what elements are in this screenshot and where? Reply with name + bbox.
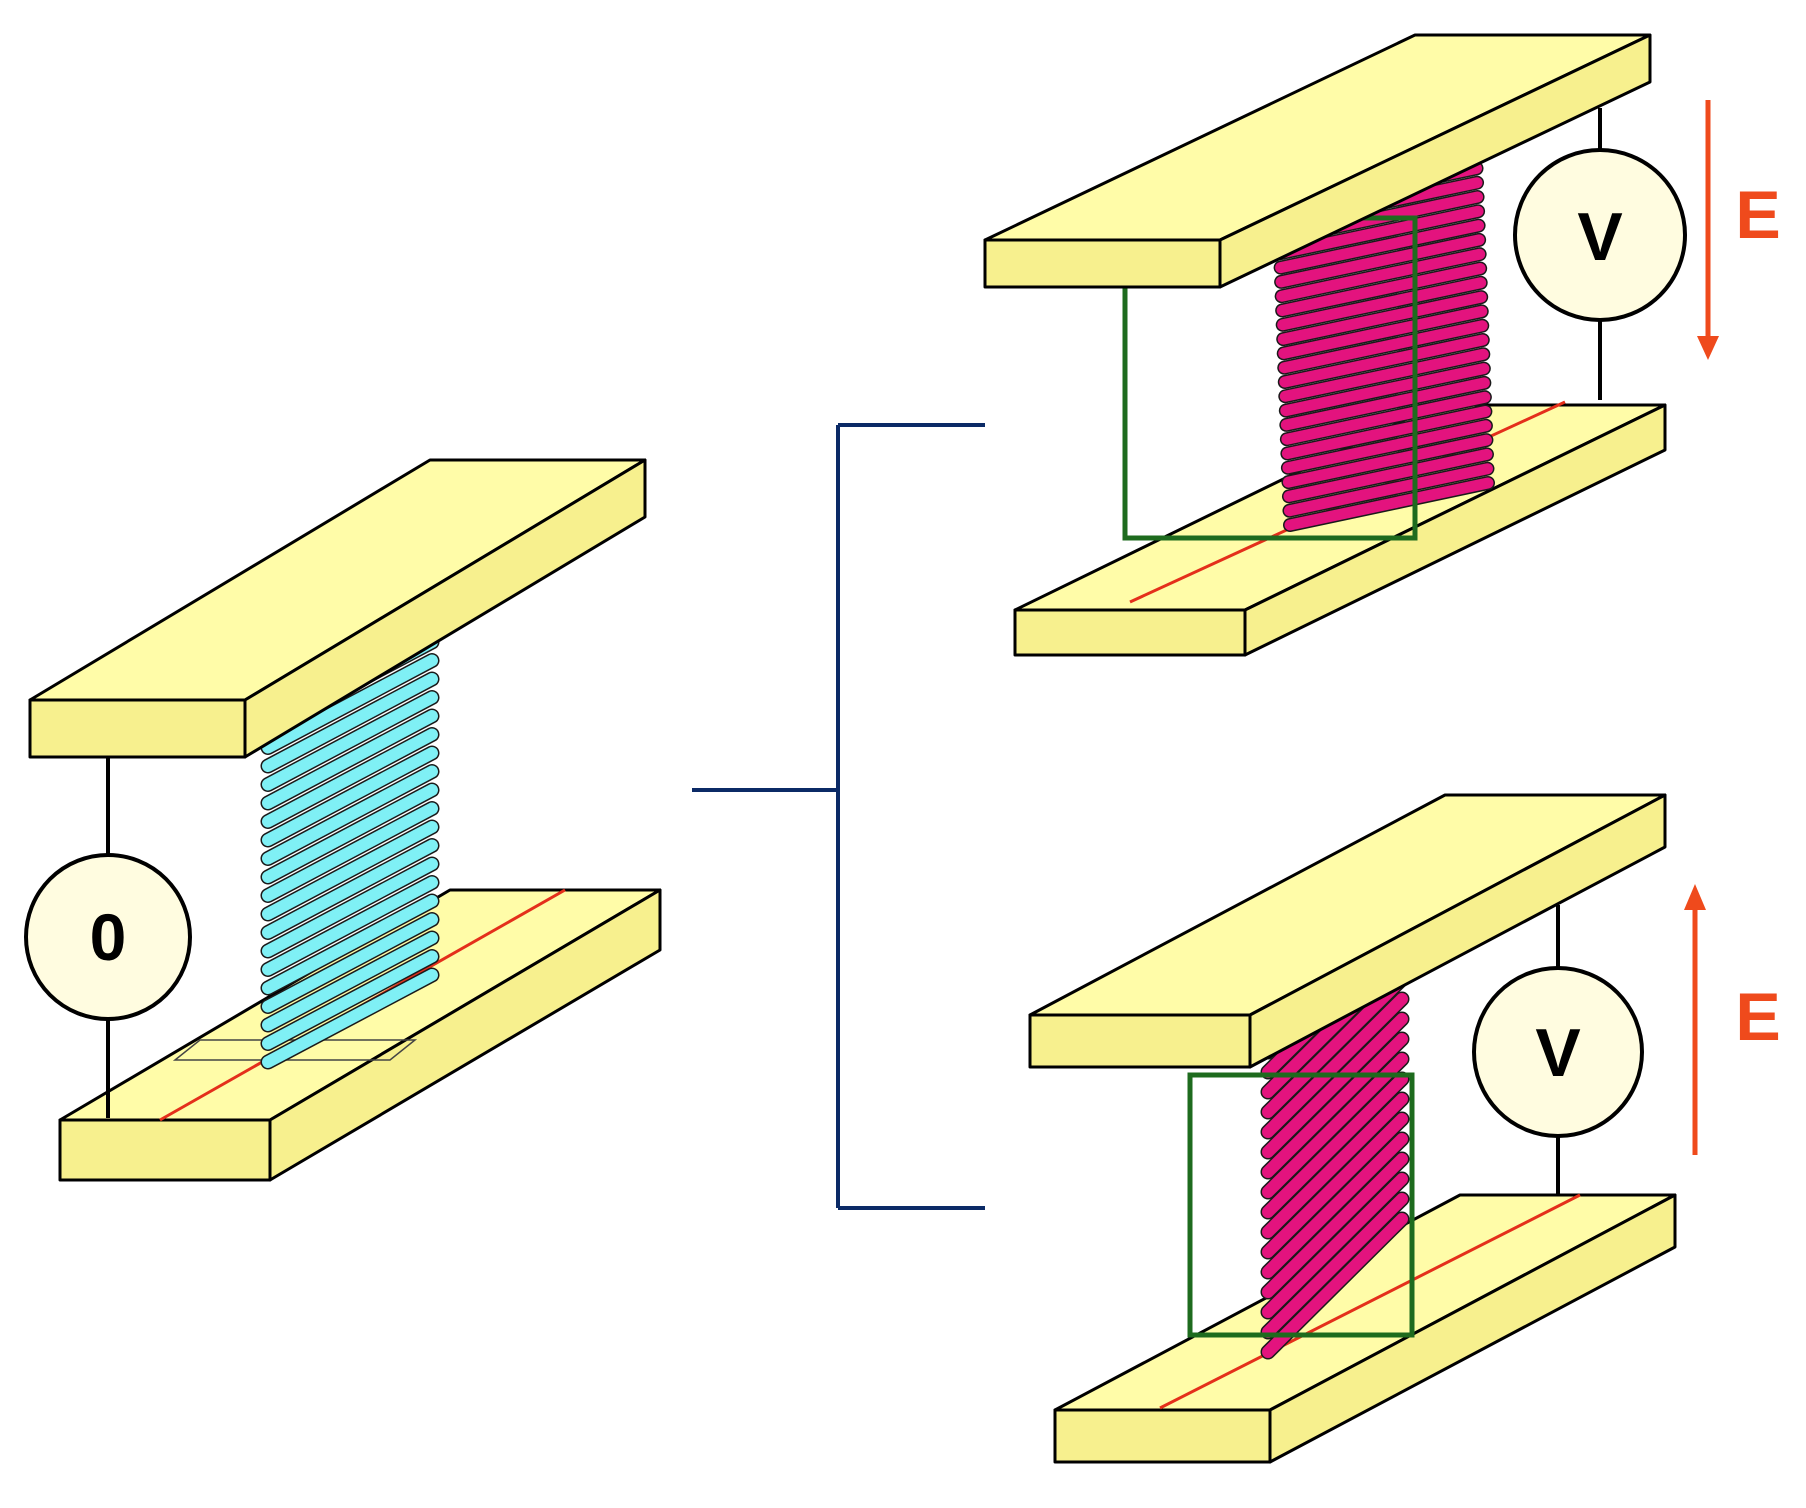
tr-rod	[1282, 420, 1492, 474]
left-rod	[262, 784, 438, 883]
br-rod	[1262, 1073, 1408, 1218]
tr-rod	[1276, 248, 1486, 302]
left-rod	[262, 765, 438, 865]
br-rod	[1262, 1173, 1408, 1318]
br-field-arrow	[1684, 884, 1706, 1155]
left-rod	[262, 913, 438, 1013]
left-rod	[262, 654, 438, 754]
left-cell: 0	[24, 458, 662, 1182]
br-meter-label: V	[1535, 1015, 1580, 1091]
tr-rod	[1277, 291, 1487, 345]
left-rod	[262, 673, 438, 772]
left-rod	[262, 876, 438, 976]
tr-rod	[1283, 463, 1493, 517]
tr-rod	[1276, 263, 1486, 316]
left-meter: 0	[24, 853, 192, 1021]
br-rod	[1262, 993, 1408, 1138]
left-rod	[262, 802, 438, 902]
left-rod	[262, 932, 438, 1031]
tr-rod	[1279, 334, 1489, 388]
br-top-plate	[1028, 793, 1667, 1069]
tr-top-plate	[983, 33, 1652, 289]
tr-rod	[1274, 205, 1484, 259]
br-rod	[1262, 973, 1408, 1118]
left-top-plate	[28, 458, 647, 759]
left-rod	[262, 728, 438, 828]
br-rod	[1262, 1113, 1408, 1258]
left-rod	[262, 950, 438, 1050]
left-rod	[262, 895, 438, 994]
tr-meter-label: V	[1577, 199, 1622, 275]
left-rod	[262, 839, 438, 939]
tr-meter: V	[1513, 148, 1687, 322]
tr-field-arrow	[1697, 100, 1719, 360]
br-field-label: E	[1735, 979, 1780, 1055]
br-alignment-line	[1159, 1193, 1581, 1410]
br-meter: V	[1472, 966, 1644, 1138]
left-meter-label: 0	[90, 900, 127, 974]
left-rod	[262, 858, 438, 957]
br-rod	[1262, 1213, 1408, 1358]
tr-rod	[1281, 406, 1491, 459]
tr-rod	[1277, 277, 1487, 331]
tr-rod	[1280, 377, 1490, 431]
tr-rod	[1281, 391, 1491, 445]
left-rod	[262, 691, 438, 791]
left-rod	[262, 969, 438, 1068]
br-rod	[1262, 1153, 1408, 1298]
br-bottom-plate	[1053, 1193, 1677, 1464]
tr-rod	[1279, 348, 1489, 402]
tr-rod	[1278, 305, 1488, 359]
br-rod	[1262, 1093, 1408, 1238]
branch-bracket	[692, 423, 985, 1210]
tr-rod	[1283, 448, 1493, 502]
br-rod	[1262, 1053, 1408, 1198]
left-rod	[262, 821, 438, 920]
br-rod	[1262, 1193, 1408, 1338]
br-rod	[1262, 1133, 1408, 1278]
bottom-right-cell: V E	[1028, 793, 1781, 1464]
tr-rod	[1280, 363, 1490, 417]
tr-rod	[1284, 477, 1494, 531]
tr-rod	[1278, 320, 1488, 374]
tr-rod	[1275, 220, 1485, 274]
tr-field-label: E	[1735, 177, 1780, 253]
tr-rod	[1282, 434, 1492, 488]
left-rod	[262, 710, 438, 809]
left-rod	[262, 747, 438, 846]
br-rod	[1262, 1033, 1408, 1178]
br-rod	[1262, 1013, 1408, 1158]
top-right-cell: V E	[983, 33, 1781, 657]
br-reference-frame	[1187, 1072, 1415, 1338]
tr-rod	[1275, 234, 1485, 288]
